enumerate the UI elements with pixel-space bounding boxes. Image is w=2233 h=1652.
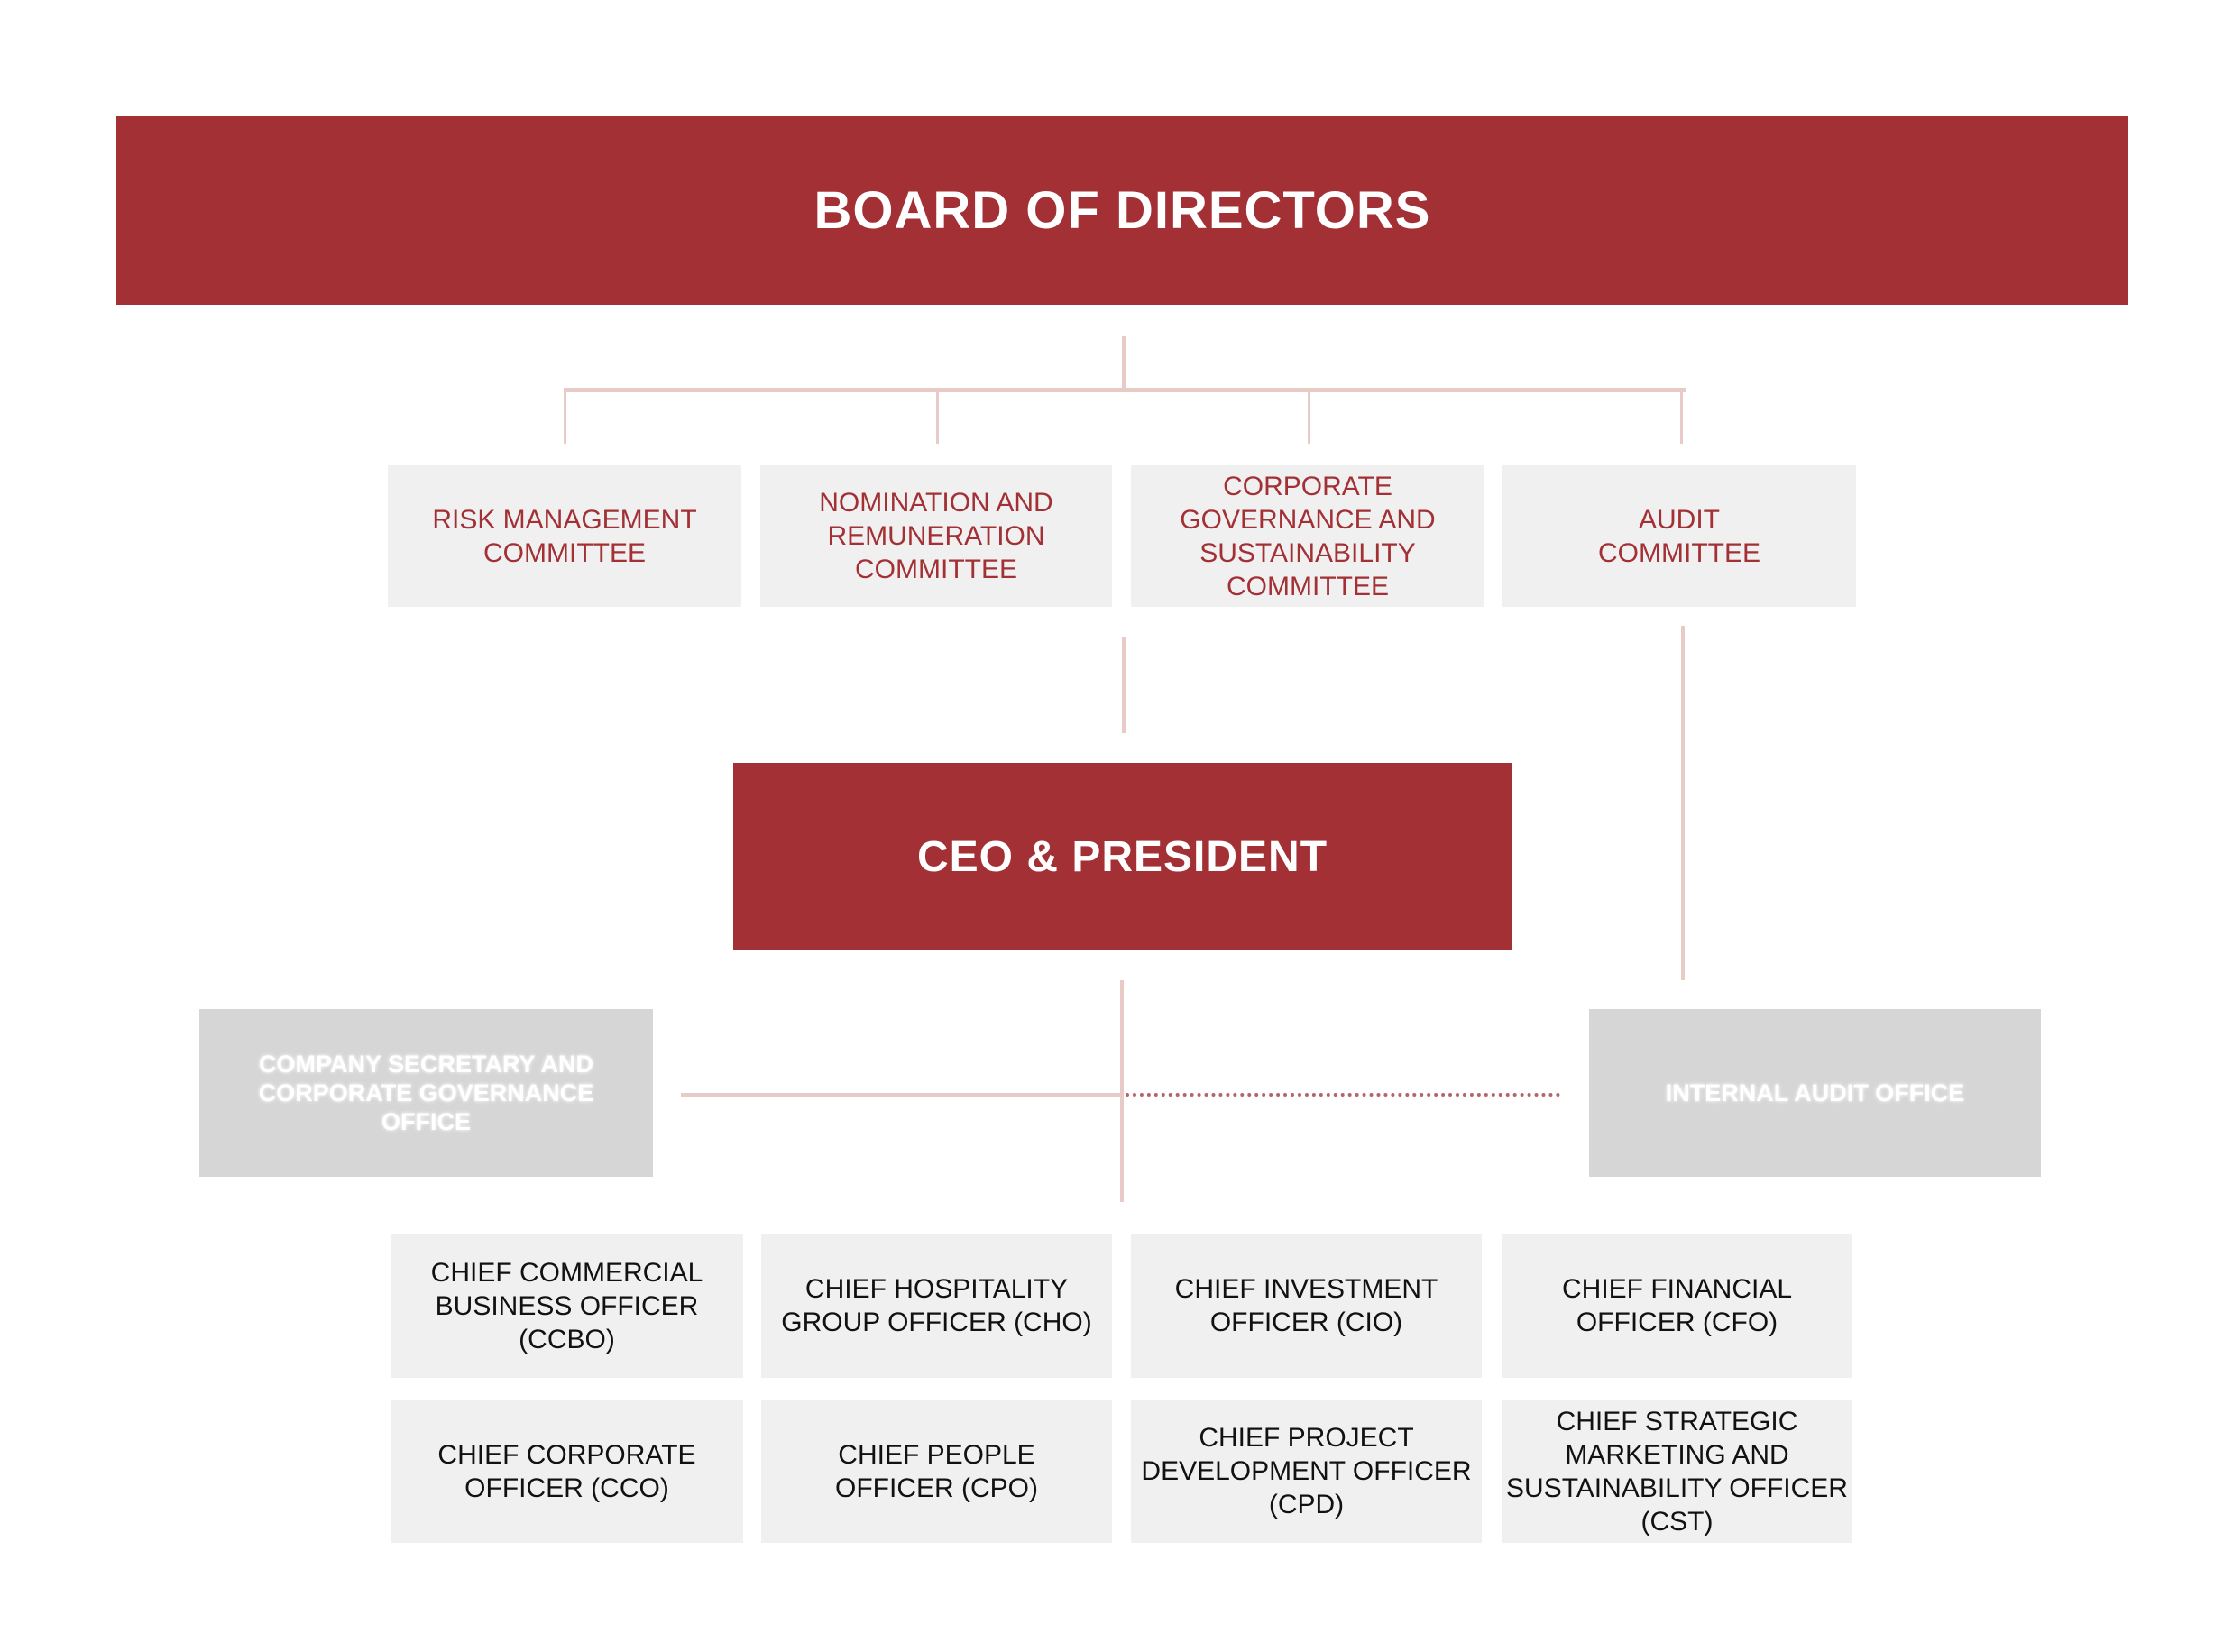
ceo-president: CEO & PRESIDENT bbox=[733, 763, 1512, 950]
company-secretary-office: COMPANY SECRETARY AND CORPORATE GOVERNAN… bbox=[199, 1009, 653, 1177]
board-title: BOARD OF DIRECTORS bbox=[813, 181, 1431, 240]
committee-nomination-remuneration: NOMINATION AND REMUNERATION COMMITTEE bbox=[760, 465, 1112, 607]
connector bbox=[564, 388, 1686, 392]
connector bbox=[1680, 390, 1683, 444]
connector bbox=[1122, 637, 1126, 733]
connector bbox=[936, 390, 939, 444]
chief-cho: CHIEF HOSPITALITY GROUP OFFICER (CHO) bbox=[761, 1234, 1112, 1378]
chief-cfo: CHIEF FINANCIAL OFFICER (CFO) bbox=[1502, 1234, 1852, 1378]
committee-corporate-governance-sustainability: CORPORATE GOVERNANCE AND SUSTAINABILITY … bbox=[1131, 465, 1484, 607]
ceo-title: CEO & PRESIDENT bbox=[916, 832, 1328, 881]
committee-risk-management: RISK MANAGEMENT COMMITTEE bbox=[388, 465, 741, 607]
board-of-directors: BOARD OF DIRECTORS bbox=[116, 116, 2128, 305]
internal-audit-office: INTERNAL AUDIT OFFICE bbox=[1589, 1009, 2041, 1177]
chief-cpd: CHIEF PROJECT DEVELOPMENT OFFICER (CPD) bbox=[1131, 1400, 1482, 1543]
connector bbox=[1120, 980, 1124, 1202]
chief-cco: CHIEF CORPORATE OFFICER (CCO) bbox=[391, 1400, 743, 1543]
connector bbox=[681, 1093, 1122, 1097]
chief-cpo: CHIEF PEOPLE OFFICER (CPO) bbox=[761, 1400, 1112, 1543]
connector bbox=[1681, 626, 1685, 980]
chief-cio: CHIEF INVESTMENT OFFICER (CIO) bbox=[1131, 1234, 1482, 1378]
connector bbox=[1122, 336, 1126, 390]
dotted-connector bbox=[1126, 1093, 1560, 1097]
connector bbox=[1308, 390, 1310, 444]
chief-ccbo: CHIEF COMMERCIAL BUSINESS OFFICER (CCBO) bbox=[391, 1234, 743, 1378]
chief-cst: CHIEF STRATEGIC MARKETING AND SUSTAINABI… bbox=[1502, 1400, 1852, 1543]
committee-audit: AUDIT COMMITTEE bbox=[1502, 465, 1856, 607]
connector bbox=[564, 390, 566, 444]
